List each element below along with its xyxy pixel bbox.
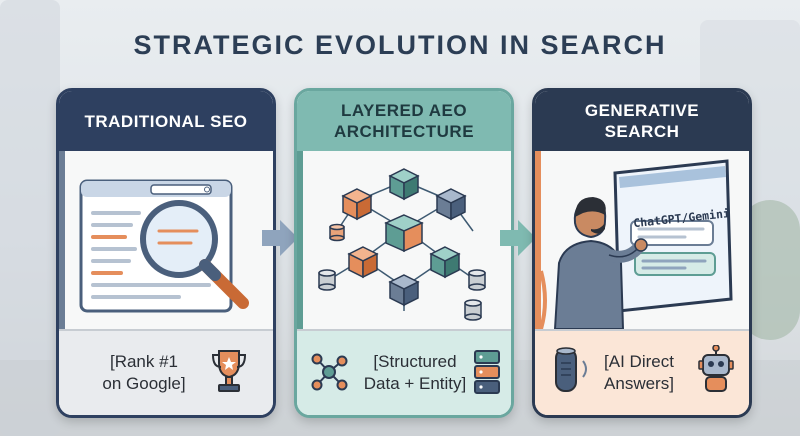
- panel-traditional-seo: TRADITIONAL SEO [Rank #1 on Google]: [56, 88, 276, 418]
- panel-layered-aeo: LAYERED AEO ARCHITECTURE: [294, 88, 514, 418]
- panel-heading: GENERATIVE SEARCH: [535, 91, 749, 151]
- arrow-right-icon: [500, 220, 536, 256]
- panel-generative-search: GENERATIVE SEARCH ChatGPT/Gemini: [532, 88, 752, 418]
- footer-line-1: [Rank #1: [109, 352, 179, 371]
- panel-accent-bar: [535, 151, 541, 331]
- panel-footer-text: [Rank #1 on Google]: [79, 351, 209, 395]
- panel-accent-bar: [297, 151, 303, 331]
- panel-accent-bar: [59, 151, 65, 331]
- person-chat-screen-icon: [539, 159, 733, 329]
- arrow-right-icon: [262, 220, 298, 256]
- robot-icon: [698, 345, 734, 392]
- panel-heading-text: LAYERED AEO ARCHITECTURE: [333, 101, 475, 141]
- footer-line-2: Data + Entity]: [363, 374, 467, 393]
- panel-footer: [Structured Data + Entity]: [297, 329, 511, 415]
- panel-heading-text: GENERATIVE SEARCH: [584, 101, 700, 141]
- footer-line-1: [Structured: [373, 352, 457, 371]
- node-graph-icon: [311, 353, 348, 391]
- panel-heading: TRADITIONAL SEO: [59, 91, 273, 151]
- wave-icon: [582, 360, 587, 378]
- trophy-icon: [211, 350, 247, 392]
- footer-line-2: on Google]: [102, 374, 186, 393]
- panel-footer: [Rank #1 on Google]: [59, 329, 273, 415]
- panel-heading: LAYERED AEO ARCHITECTURE: [297, 91, 511, 151]
- footer-line-1: [AI Direct: [604, 352, 674, 371]
- page-title: STRATEGIC EVOLUTION IN SEARCH: [133, 30, 667, 60]
- search-results-magnifier-icon: [79, 179, 249, 313]
- panel-footer-text: [AI Direct Answers]: [587, 351, 691, 395]
- smart-speaker-icon: [555, 347, 577, 392]
- footer-line-2: Answers]: [604, 374, 674, 393]
- panel-footer: [AI Direct Answers]: [535, 329, 749, 415]
- panel-footer-text: [Structured Data + Entity]: [355, 351, 475, 395]
- network-cubes-icon: [318, 168, 486, 321]
- server-stack-icon: [474, 350, 500, 394]
- panel-heading-text: TRADITIONAL SEO: [84, 111, 248, 131]
